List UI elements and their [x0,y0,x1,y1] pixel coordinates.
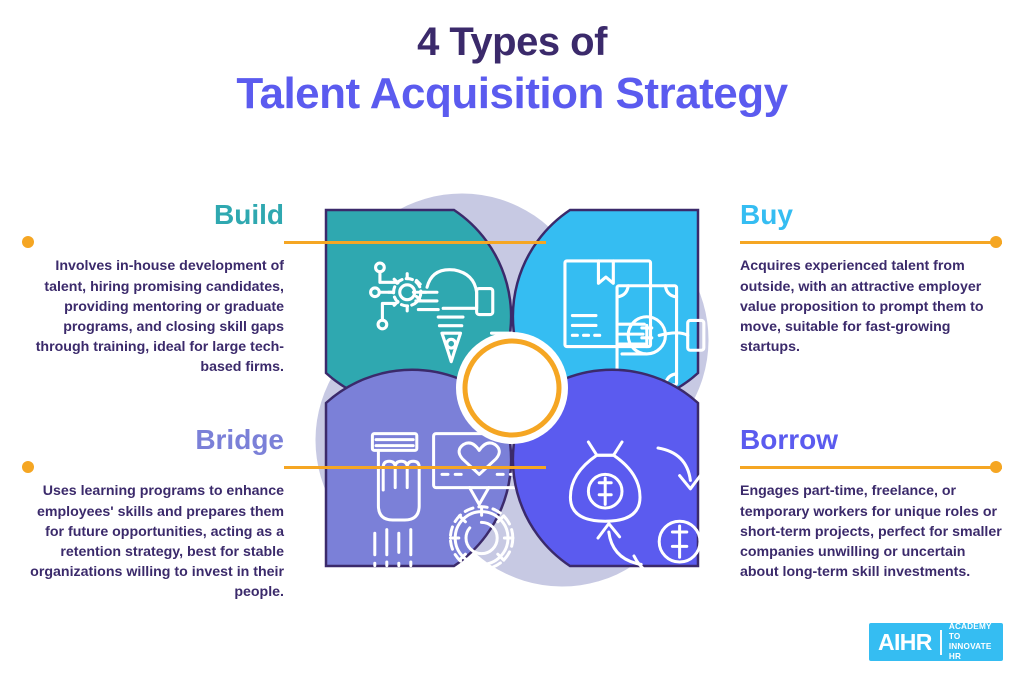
hand-money-package-icon [563,259,706,387]
title-line-1: 4 Types of [417,20,607,64]
connector-line [740,466,1002,469]
panel-build-body: Involves in-house development of talent,… [35,258,284,376]
center-circle [456,332,568,444]
page-title: 4 Types of Talent Acquisition Strategy [0,18,1024,120]
logo-tagline-line-2: INNOVATE HR [948,642,992,662]
panel-bridge-heading: Bridge [195,424,284,455]
panel-bridge: Bridge Uses learning programs to enhance… [22,424,546,602]
panel-bridge-connector [22,461,546,474]
quadrant-build[interactable] [324,208,527,408]
panel-borrow: Borrow Engages part-time, freelance, or … [740,425,1002,582]
connector-line [284,466,546,469]
aihr-logo[interactable]: AIHR ACADEMY TO INNOVATE HR [869,622,1003,663]
logo-tagline-line-1: ACADEMY TO [948,621,992,641]
panel-build: Build Involves in-house development of t… [22,199,546,377]
connector-dot [990,236,1002,249]
logo-wordmark: AIHR [878,628,932,655]
connector-line [740,241,1002,244]
panel-borrow-heading: Borrow [740,424,838,455]
panel-buy-connector [740,236,1002,249]
panel-buy: Buy Acquires experienced talent from out… [740,200,1002,357]
money-bag-exchange-hand-icon [568,440,712,588]
panel-build-connector [22,236,546,249]
panel-build-heading: Build [214,199,284,230]
panel-borrow-body: Engages part-time, freelance, or tempora… [740,483,1002,581]
panel-buy-body: Acquires experienced talent from outside… [740,258,984,356]
logo-divider [939,629,942,655]
connector-dot [990,461,1002,474]
panel-buy-heading: Buy [740,199,793,230]
hand-gear-heart-icon [370,432,527,571]
quadrant-buy[interactable] [511,208,706,408]
connector-dot [22,236,34,249]
talent-strategy-diagram [312,168,712,608]
quadrant-borrow[interactable] [511,368,712,593]
panel-bridge-body: Uses learning programs to enhance employ… [30,483,284,601]
connector-line [284,241,546,244]
connector-dot [22,461,34,474]
panel-borrow-connector [740,461,1002,474]
logo-tagline: ACADEMY TO INNOVATE HR [949,622,994,663]
title-line-2: Talent Acquisition Strategy [236,68,788,118]
